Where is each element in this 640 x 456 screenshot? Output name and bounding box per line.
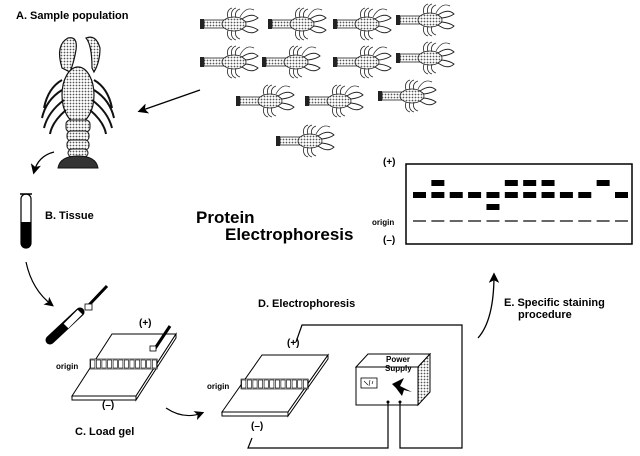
gel-well	[146, 359, 152, 369]
arrow-electrophoresis-to-staining	[477, 272, 500, 339]
gel-d-plus-label: (+)	[287, 338, 300, 349]
step-d-label: D. Electrophoresis	[258, 298, 356, 310]
gel-band-middle	[615, 192, 628, 198]
gel-band-top	[431, 180, 445, 186]
gel-well	[291, 379, 297, 389]
tissue-tube	[20, 193, 32, 249]
gel-well	[90, 359, 96, 369]
gel-well	[252, 379, 258, 389]
gel-well	[135, 359, 140, 369]
step-b-label: B. Tissue	[45, 210, 94, 222]
gel-well	[96, 359, 101, 369]
step-e-label-line1: E. Specific staining	[504, 297, 605, 309]
power-label-line1: Power	[386, 355, 411, 364]
gel-c-origin-label: origin	[56, 362, 79, 371]
arrow-load-to-electrophoresis	[165, 407, 205, 421]
wire-positive	[295, 324, 463, 449]
gel-well	[101, 359, 107, 369]
gel-band-middle	[468, 192, 482, 198]
gel-well	[286, 379, 291, 389]
stained-gel-minus-label: (–)	[383, 235, 396, 246]
gel-band-middle	[523, 192, 537, 198]
gel-band-middle	[541, 192, 555, 198]
gel-band-middle	[504, 192, 518, 198]
population-crayfish	[261, 45, 321, 79]
gel-band-middle	[431, 192, 445, 198]
population-crayfish	[199, 7, 259, 41]
gel-well	[112, 359, 118, 369]
step-c-label: C. Load gel	[75, 426, 135, 438]
title-line1: Protein	[196, 208, 255, 227]
gel-band-middle	[578, 192, 592, 198]
loading-tube	[45, 307, 85, 345]
power-label-line2: Supply	[385, 364, 412, 373]
gel-band-middle	[559, 192, 573, 198]
gel-d-origin-label: origin	[207, 382, 230, 391]
sample-population-group	[199, 3, 455, 158]
gel-c-plus-label: (+)	[139, 318, 152, 329]
stained-gel-plus-label: (+)	[383, 157, 396, 168]
population-crayfish	[395, 3, 455, 37]
gel-well	[241, 379, 247, 389]
gel-well	[263, 379, 269, 389]
gel-band-middle	[413, 192, 426, 198]
population-crayfish	[199, 45, 259, 79]
gel-band-middle	[486, 192, 500, 198]
population-crayfish	[332, 45, 392, 79]
population-crayfish	[235, 84, 295, 118]
lightning-bolt-icon	[392, 378, 412, 396]
stained-gel	[405, 163, 633, 245]
gel-well	[118, 359, 124, 369]
step-a-label: A. Sample population	[16, 10, 129, 22]
gel-well	[302, 379, 308, 389]
gel-band-top	[596, 180, 610, 186]
gel-well	[269, 379, 275, 389]
step-e-label-line2: procedure	[518, 309, 572, 321]
gel-band-top	[523, 180, 537, 186]
wire-negative	[247, 402, 389, 449]
arrow-tissue-to-loading	[25, 261, 54, 307]
gel-well	[247, 379, 252, 389]
population-crayfish	[395, 41, 455, 75]
gel-well	[129, 359, 135, 369]
population-crayfish	[304, 84, 364, 118]
arrow-population-to-sample	[137, 89, 201, 114]
power-supply	[354, 352, 432, 407]
gel-well	[274, 379, 280, 389]
title-line2: Electrophoresis	[225, 225, 354, 244]
gel-electrophoresis	[221, 353, 329, 418]
large-crayfish-illustration	[41, 36, 115, 169]
gel-c-minus-label: (–)	[102, 400, 115, 411]
gel-band-middle	[449, 192, 463, 198]
gel-well	[140, 359, 146, 369]
population-crayfish	[332, 7, 392, 41]
population-crayfish	[267, 7, 327, 41]
population-crayfish	[377, 79, 437, 113]
gel-well	[297, 379, 303, 389]
pipette-icon	[84, 284, 109, 311]
population-crayfish	[275, 124, 335, 158]
gel-load	[71, 325, 177, 402]
gel-band-bottom	[486, 204, 500, 210]
gel-d-minus-label: (–)	[251, 421, 264, 432]
gel-band-top	[541, 180, 555, 186]
gel-well	[124, 359, 129, 369]
stained-gel-origin-label: origin	[372, 218, 395, 227]
arrow-crayfish-to-tissue	[30, 151, 55, 175]
gel-well	[107, 359, 112, 369]
gel-well	[280, 379, 286, 389]
gel-band-top	[504, 180, 518, 186]
gel-well	[258, 379, 263, 389]
gel-well	[152, 359, 157, 369]
meter-icon	[360, 377, 378, 389]
